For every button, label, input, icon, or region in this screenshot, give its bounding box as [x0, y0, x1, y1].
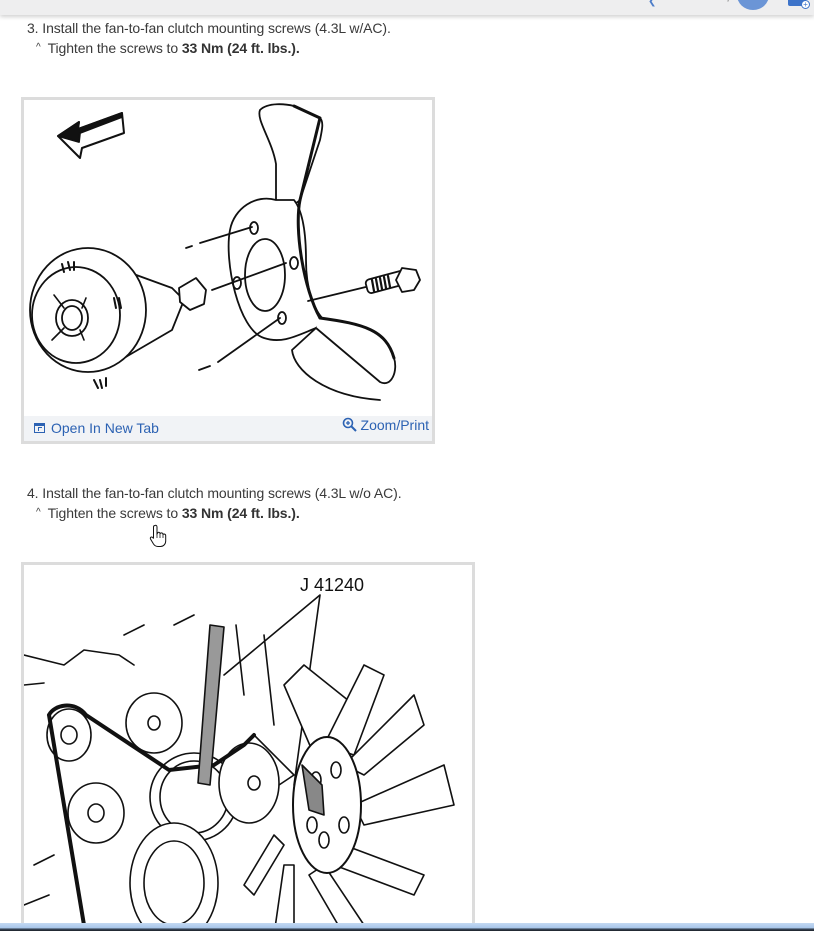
hand-pointer-cursor [149, 524, 167, 547]
torque-value: 33 Nm (24 ft. lbs.). [181, 505, 300, 521]
torque-prefix: Tighten the screws to [47, 505, 182, 521]
step-instruction: Install the fan-to-fan clutch mounting s… [42, 485, 402, 501]
figure-drive-belt: J 41240 [21, 562, 475, 931]
step-number: 4. [27, 485, 39, 501]
dropdown-tick-icon[interactable]: ’ [727, 0, 729, 8]
new-tab-icon [34, 423, 45, 433]
os-taskbar [0, 923, 814, 931]
tool-callout-label: J 41240 [300, 575, 364, 595]
step-instruction: Install the fan-to-fan clutch mounting s… [42, 20, 391, 36]
figure-fan-clutch: Open In New Tab Zoom/Print [21, 97, 435, 444]
fan-clutch-illustration[interactable] [24, 100, 432, 416]
step-number: 3. [27, 20, 39, 36]
torque-prefix: Tighten the screws to [47, 40, 182, 56]
zoom-print-label: Zoom/Print [360, 417, 429, 433]
step-4-torque: ^ Tighten the screws to 33 Nm (24 ft. lbs… [36, 504, 300, 525]
open-in-new-tab-label: Open In New Tab [51, 420, 159, 436]
drive-belt-illustration[interactable]: J 41240 [24, 565, 472, 931]
torque-value: 33 Nm (24 ft. lbs.). [181, 40, 300, 56]
step-3-torque: ^ Tighten the screws to 33 Nm (24 ft. lbs… [36, 39, 300, 60]
chevron-icon[interactable]: ❮ [648, 0, 657, 7]
add-calendar-icon[interactable]: + [788, 0, 810, 9]
caret-bullet: ^ [36, 507, 41, 518]
top-toolbar: ❮ ’ + [0, 0, 814, 15]
step-3-text: 3. Install the fan-to-fan clutch mountin… [27, 19, 391, 37]
zoom-print-link[interactable]: Zoom/Print [342, 417, 429, 433]
caret-bullet: ^ [36, 42, 41, 53]
figure-footer: Open In New Tab Zoom/Print [24, 416, 432, 441]
open-in-new-tab-link[interactable]: Open In New Tab [34, 420, 159, 436]
step-4-text: 4. Install the fan-to-fan clutch mountin… [27, 484, 402, 502]
avatar[interactable] [737, 0, 769, 10]
zoom-in-icon [342, 417, 357, 432]
